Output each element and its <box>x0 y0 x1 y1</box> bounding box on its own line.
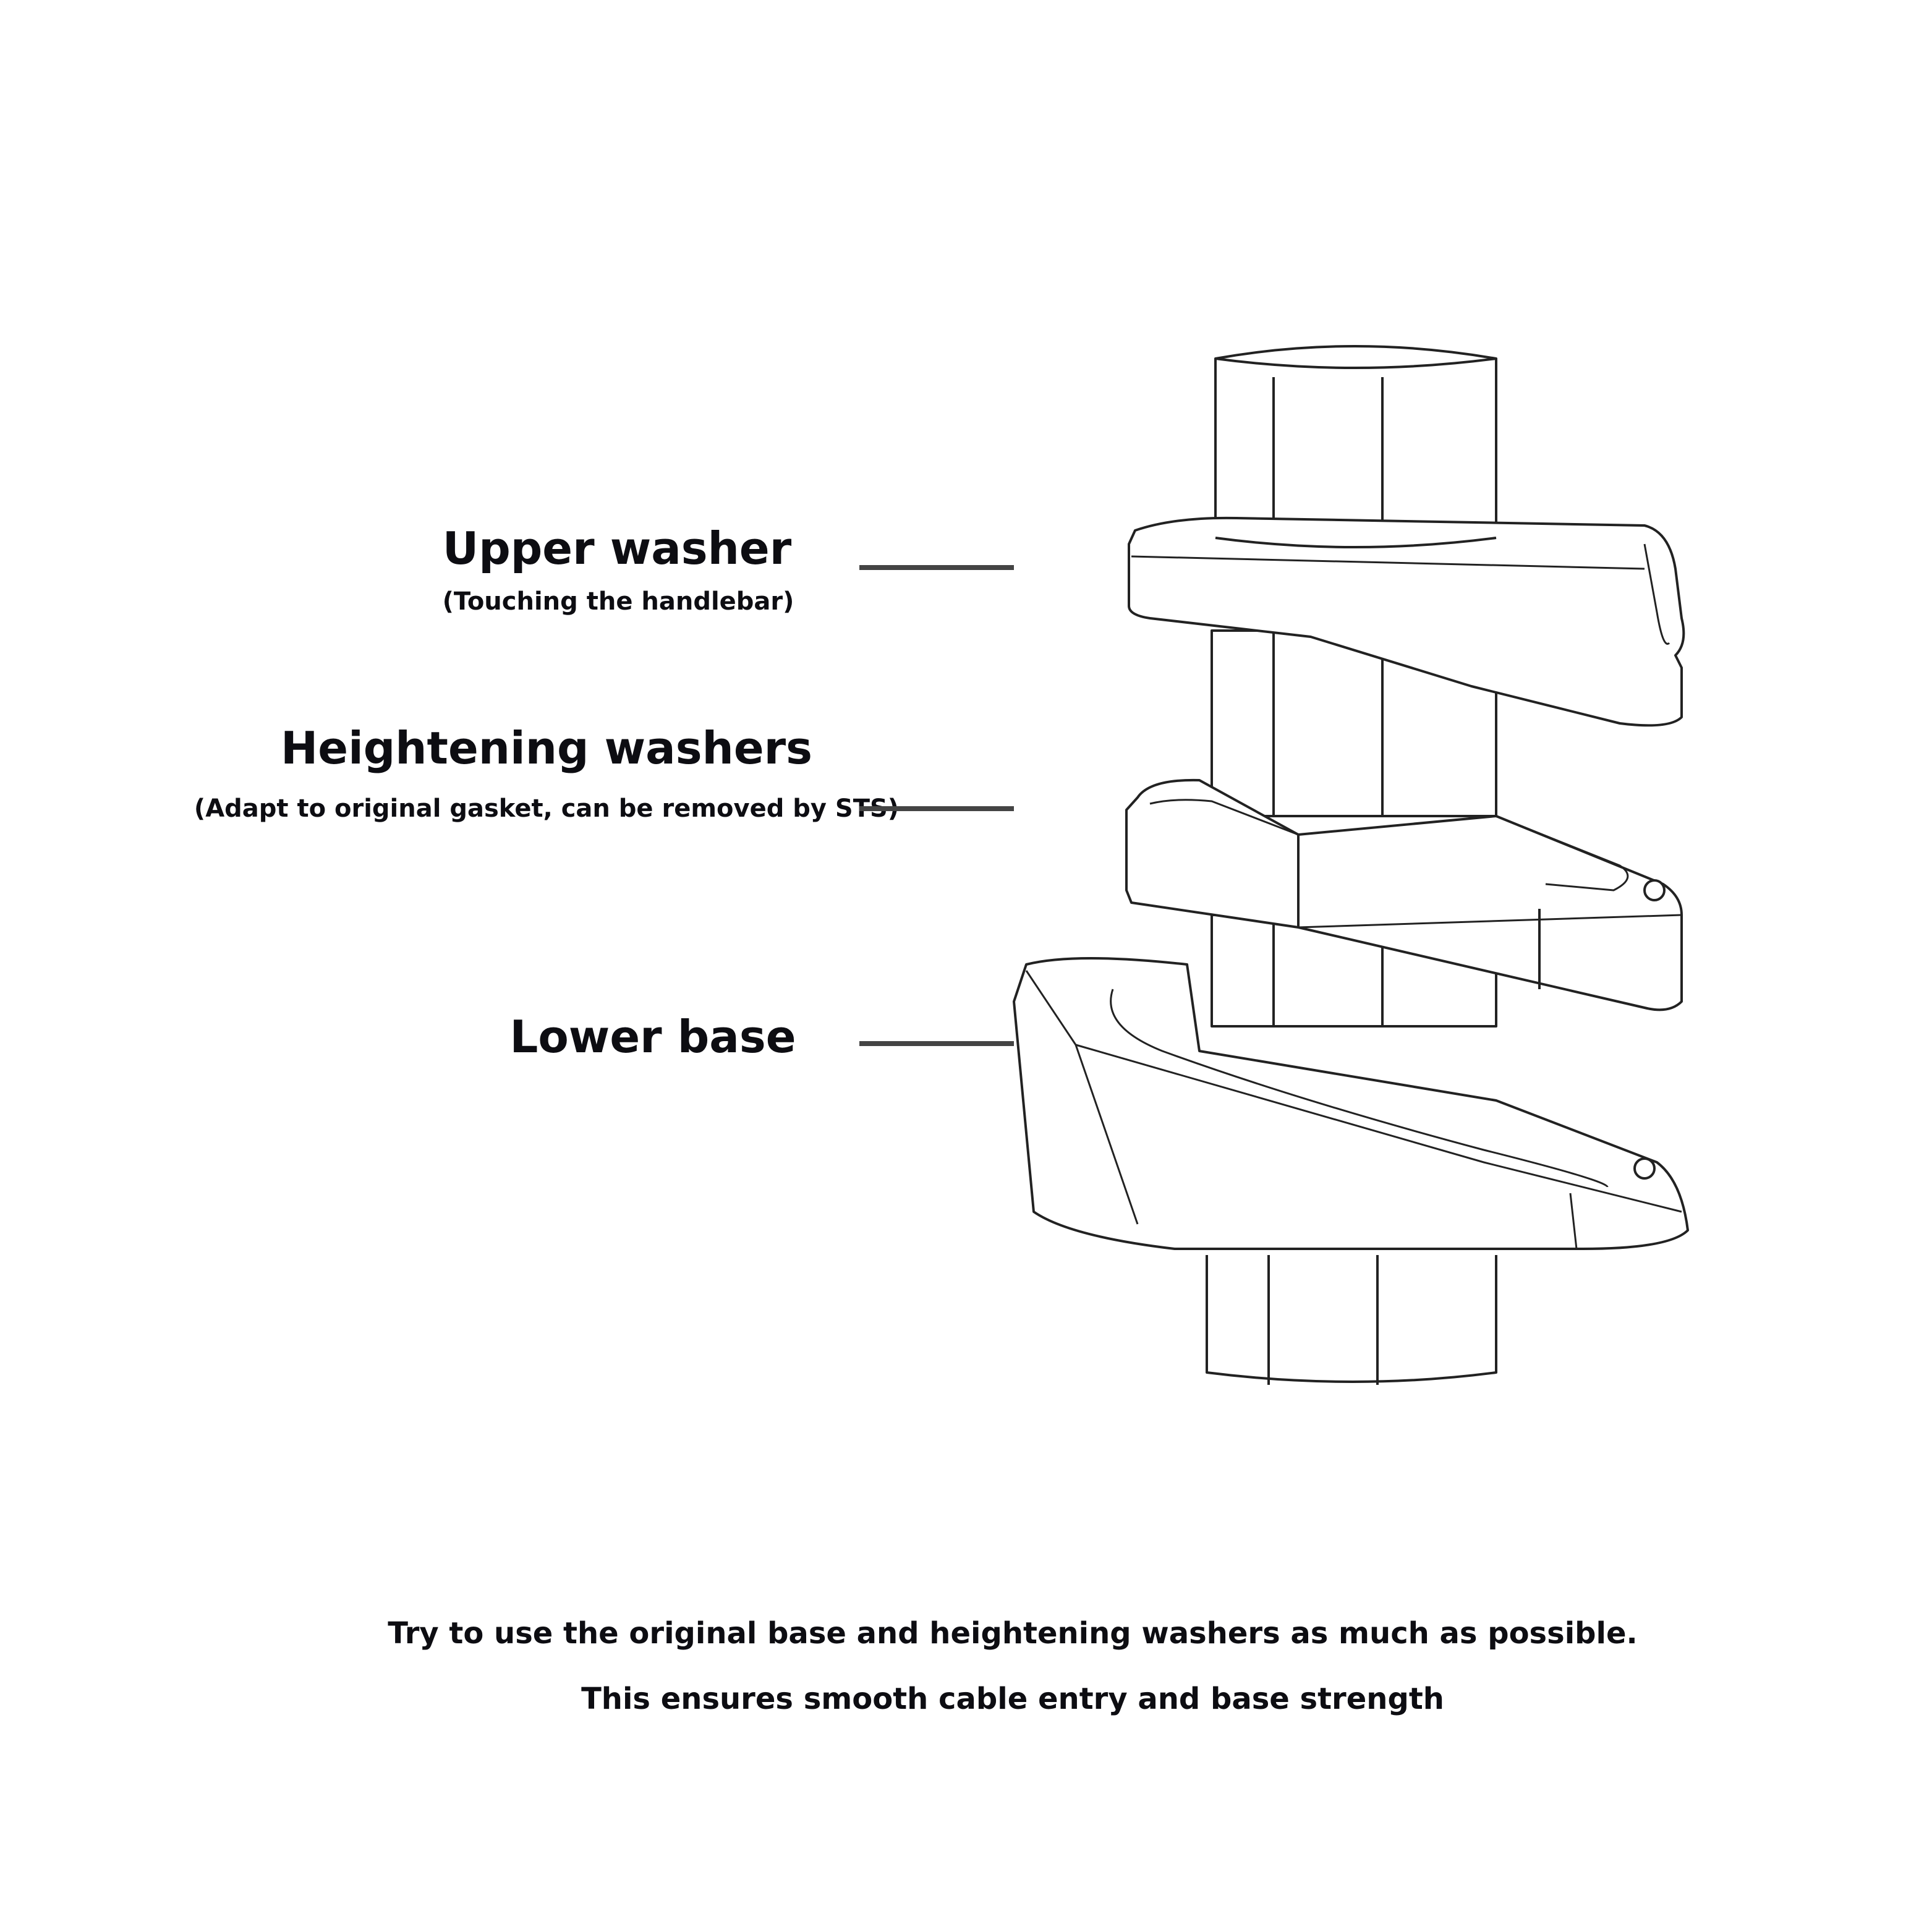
upper-washer-leader-line <box>859 565 1014 570</box>
lower-base-drawing <box>1013 957 1689 1250</box>
footer-line-2: This ensures smooth cable entry and base… <box>581 1682 1444 1716</box>
upper-washer-note: (Touching the handlebar) <box>442 587 794 616</box>
upper-washer-drawing <box>1128 516 1685 727</box>
heightening-washers-note: (Adapt to original gasket, can be remove… <box>194 794 900 823</box>
upper-washer-title: Upper washer <box>442 522 792 574</box>
footer-line-1: Try to use the original base and heighte… <box>388 1616 1638 1651</box>
heightening-washers-leader-line <box>859 806 1014 811</box>
heightening-washer-drawing <box>1125 778 1683 1011</box>
heightening-washers-title: Heightening washers <box>280 722 813 774</box>
lower-base-leader-line <box>859 1041 1014 1046</box>
steerer-tube <box>1206 345 1497 1385</box>
lower-base-title: Lower base <box>509 1011 796 1063</box>
